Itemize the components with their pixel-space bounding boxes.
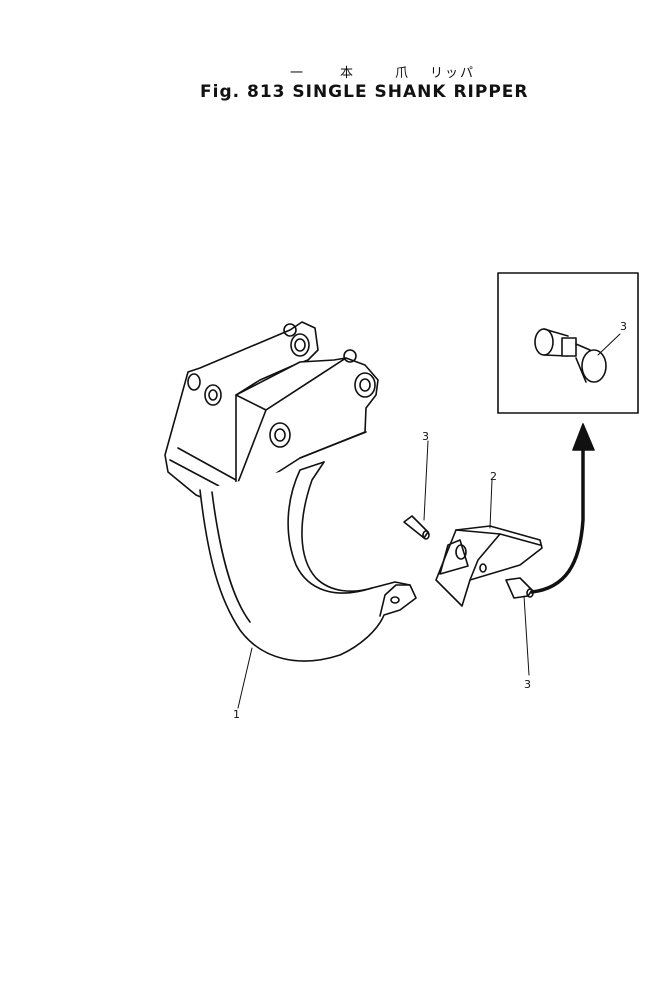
callout-1: 1 [233,708,240,721]
tip-drawing [435,525,543,607]
callout-3-lower: 3 [524,678,531,691]
japanese-title: 一 本 爪 リッパ [0,62,649,81]
jp-char-1: 一 [290,66,306,81]
callout-3-detail: 3 [620,320,627,333]
callout-2: 2 [490,470,497,483]
jp-char-3: 爪 [395,66,411,81]
shank-drawing [164,321,417,662]
detail-pin-drawing [534,328,607,383]
pin-drawings [403,515,534,599]
detail-inset-frame [497,272,639,414]
jp-char-2: 本 [340,66,356,81]
figure-caption: Fig. 813 SINGLE SHANK RIPPER [200,82,529,102]
jp-char-4: リッパ [430,66,476,81]
callout-3-upper: 3 [422,430,429,443]
